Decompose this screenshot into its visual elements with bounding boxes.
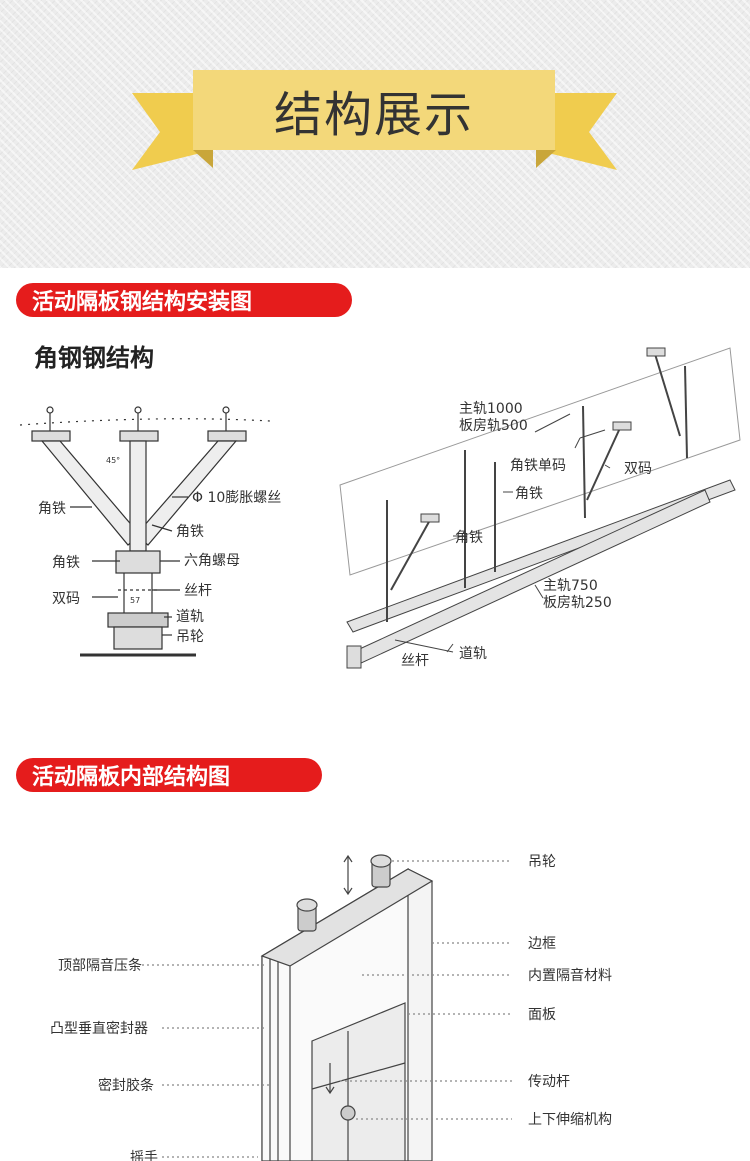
angle-steel-iso-diagram: 主轨1000 板房轨500 角铁单码 双码 角铁 角铁 主轨750 板房轨250… [339, 347, 741, 669]
label-threaded-rod-right: 丝杆 [401, 653, 429, 669]
label-track-right: 道轨 [459, 646, 487, 662]
angle-iron-right [135, 440, 238, 546]
label-hanging-wheel-panel: 吊轮 [528, 854, 556, 870]
angle-steel-front-diagram: 45° 57 角铁 Φ 10膨胀螺丝 角铁 角铁 六角螺母 丝杆 双码 道轨 吊… [19, 406, 281, 657]
label-threaded-rod: 丝杆 [184, 583, 212, 599]
rail-end-block [346, 645, 362, 669]
label-main-rail-1000: 主轨1000 [459, 401, 523, 417]
ceiling-plate-right [207, 430, 247, 442]
label-telescopic: 上下伸缩机构 [528, 1112, 612, 1128]
label-top-seal: 顶部隔音压条 [58, 957, 142, 974]
banner-area: 结构展示 [0, 0, 750, 268]
label-main-rail-750: 主轨750 [543, 578, 598, 594]
angle-iron-vertical [129, 440, 147, 552]
label-angle-iron-3: 角铁 [52, 555, 80, 571]
panel-top-edge [260, 868, 434, 967]
label-angle-iron-2: 角铁 [176, 524, 204, 540]
angle-iron-left [40, 440, 141, 546]
label-drive-rod: 传动杆 [528, 1074, 570, 1090]
label-track: 道轨 [176, 609, 204, 625]
telescopic-hub [340, 1105, 356, 1121]
label-board-rail-250: 板房轨250 [543, 595, 612, 611]
ceiling-plate-left [31, 430, 71, 442]
hanging-wheel-2 [296, 898, 318, 912]
label-hex-nut: 六角螺母 [184, 553, 240, 569]
ribbon-decoration [132, 93, 617, 170]
inner-mechanism-window [311, 1002, 406, 1161]
label-angle-iron-1: 角铁 [38, 501, 66, 517]
banner-ribbon: 结构展示 [193, 70, 555, 150]
section2-heading: 活动隔板内部结构图 [16, 758, 322, 792]
ribbon-left-fold [193, 150, 213, 168]
banner-title: 结构展示 [273, 87, 474, 143]
ceiling-plate-center [119, 430, 159, 442]
label-single-clamp: 角铁单码 [510, 458, 566, 474]
ribbon-right-tail [536, 93, 617, 170]
label-seal-strip: 密封胶条 [98, 1077, 154, 1094]
section1-heading: 活动隔板钢结构安装图 [16, 283, 352, 317]
label-panel: 面板 [528, 1007, 556, 1023]
label-hanging-wheel: 吊轮 [176, 629, 204, 645]
label-angle-iron-b: 角铁 [455, 530, 483, 546]
ceiling-line [19, 418, 271, 426]
label-double-clamp-right: 双码 [624, 461, 652, 477]
label-handle: 摇手 [130, 1150, 158, 1161]
dim-57-mark: 57 [130, 596, 140, 605]
ribbon-left-tail [132, 93, 213, 170]
label-frame: 边框 [528, 936, 556, 952]
track-block [107, 612, 169, 628]
label-angle-iron-a: 角铁 [515, 486, 543, 502]
label-board-rail-500: 板房轨500 [459, 418, 528, 434]
label-convex-seal: 凸型垂直密封器 [50, 1020, 148, 1037]
label-inner-material: 内置隔音材料 [528, 967, 612, 984]
label-double-clamp: 双码 [52, 591, 80, 607]
section1-subheading: 角钢钢结构 [34, 344, 154, 372]
angle-45-mark: 45° [106, 456, 120, 465]
ribbon-right-fold [536, 150, 556, 168]
ceiling-plane [339, 347, 741, 576]
main-rail-lower [352, 489, 711, 665]
trolley-block [113, 626, 163, 650]
panel-internal-diagram: 吊轮 边框 顶部隔音压条 内置隔音材料 凸型垂直密封器 面板 密封胶条 传动杆 … [50, 854, 612, 1161]
hex-nut-block [115, 550, 161, 574]
label-expansion-bolt: Φ 10膨胀螺丝 [192, 489, 281, 506]
main-rail-upper [346, 479, 736, 633]
hanging-wheel-1 [370, 854, 392, 868]
